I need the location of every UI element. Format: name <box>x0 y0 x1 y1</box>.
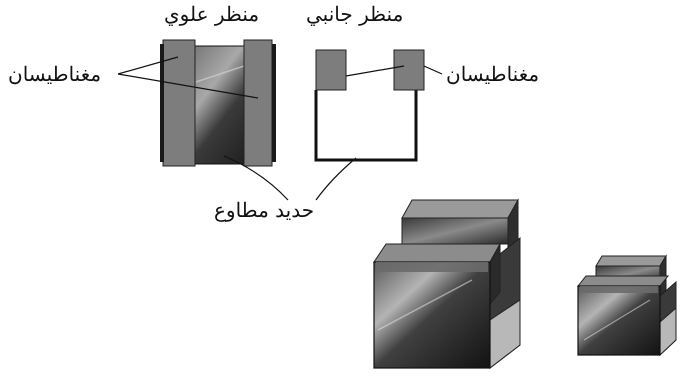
leader-lines <box>117 56 443 201</box>
side-left-magnet <box>315 49 347 91</box>
label-soft-iron: حديد مطاوع <box>214 198 315 222</box>
large-3d-assembly <box>373 198 521 370</box>
side-view-figure <box>314 49 425 162</box>
top-view-figure <box>160 39 276 167</box>
label-magnets-left: مغناطيسان <box>8 62 102 86</box>
label-top-view: منظر علوي <box>164 2 260 26</box>
large-block-front-face <box>373 261 491 369</box>
side-right-magnet <box>393 49 425 91</box>
soft-iron-u-shape <box>314 90 418 162</box>
small-block-front-face <box>577 285 661 356</box>
small-3d-assembly <box>576 254 677 357</box>
right-magnet <box>243 39 273 167</box>
label-magnets-right: مغناطيسان <box>446 62 540 86</box>
left-magnet <box>162 39 196 167</box>
label-side-view: منظر جانبي <box>306 2 404 26</box>
